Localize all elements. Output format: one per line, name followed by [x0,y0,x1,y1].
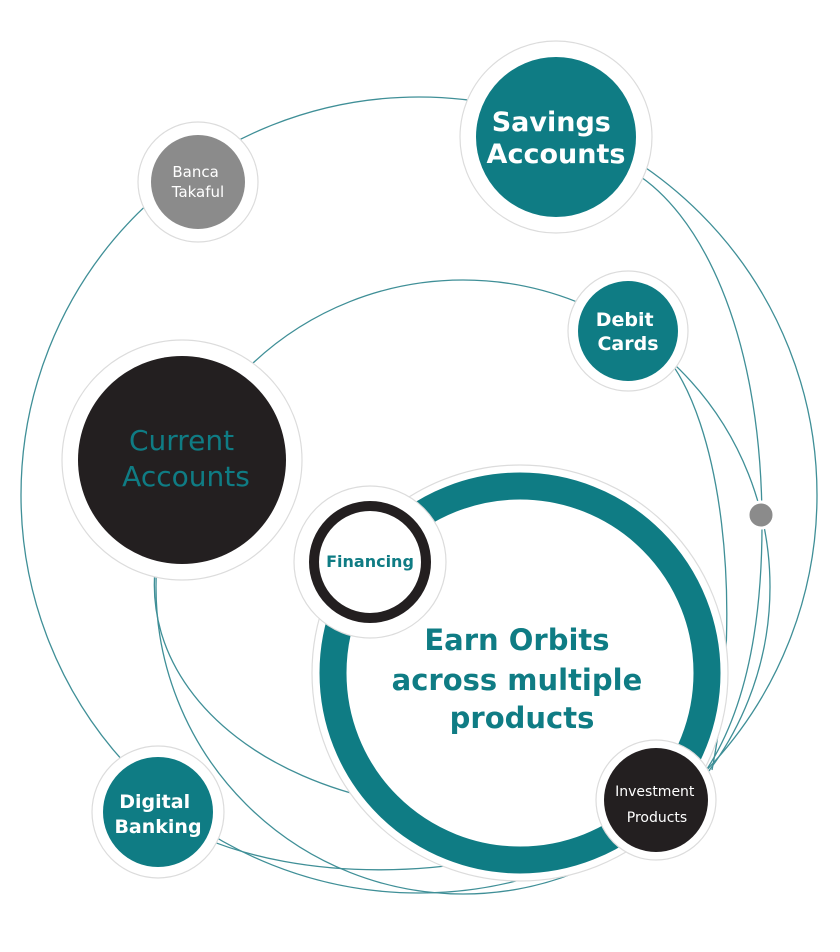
node-banca-takaful: Banca Takaful [137,121,259,243]
investment-products-circle [604,748,708,852]
banca-takaful-label: Banca Takaful [171,163,224,201]
savings-accounts-label: Savings Accounts [487,107,626,170]
current-accounts-label: Current Accounts [122,424,250,493]
banca-takaful-line-2: Takaful [171,183,224,201]
center-line-3: products [450,701,595,735]
node-savings-accounts: Savings Accounts [459,40,653,234]
investment-products-label: Investment Products [615,784,699,826]
digital-banking-line-1: Digital [119,791,190,813]
node-digital-banking: Digital Banking [91,745,225,879]
digital-banking-line-2: Banking [114,816,201,838]
node-financing: Financing [293,485,447,639]
financing-label: Financing [326,552,414,571]
debit-cards-label: Debit Cards [596,309,660,355]
middle-orbit [155,279,771,895]
investment-products-line-1: Investment [615,784,695,800]
financing-line-1: Financing [326,552,414,571]
digital-banking-circle [103,757,213,867]
banca-takaful-circle [151,135,245,229]
current-accounts-line-1: Current [129,424,234,457]
investment-products-line-2: Products [627,810,687,826]
node-investment-products: Investment Products [595,739,717,861]
financing-ring [309,501,431,623]
savings-accounts-circle [476,57,636,217]
debit-cards-line-1: Debit [596,309,654,331]
current-accounts-circle [78,356,286,564]
node-debit-cards: Debit Cards [567,270,689,392]
digital-banking-label: Digital Banking [114,791,201,838]
current-accounts-line-2: Accounts [122,460,250,493]
banca-takaful-line-1: Banca [172,163,218,181]
debit-cards-circle [578,281,678,381]
center-label: Earn Orbits across multiple products [392,623,653,735]
outer-orbit [20,96,818,894]
orbit-marker-dot [746,500,776,530]
savings-accounts-line-2: Accounts [487,139,626,170]
node-current-accounts: Current Accounts [61,339,303,581]
debit-cards-line-2: Cards [597,333,658,355]
savings-accounts-line-1: Savings [492,107,611,138]
center-line-1: Earn Orbits [424,623,609,657]
connector-savings [629,169,763,773]
center-line-2: across multiple [392,663,643,697]
